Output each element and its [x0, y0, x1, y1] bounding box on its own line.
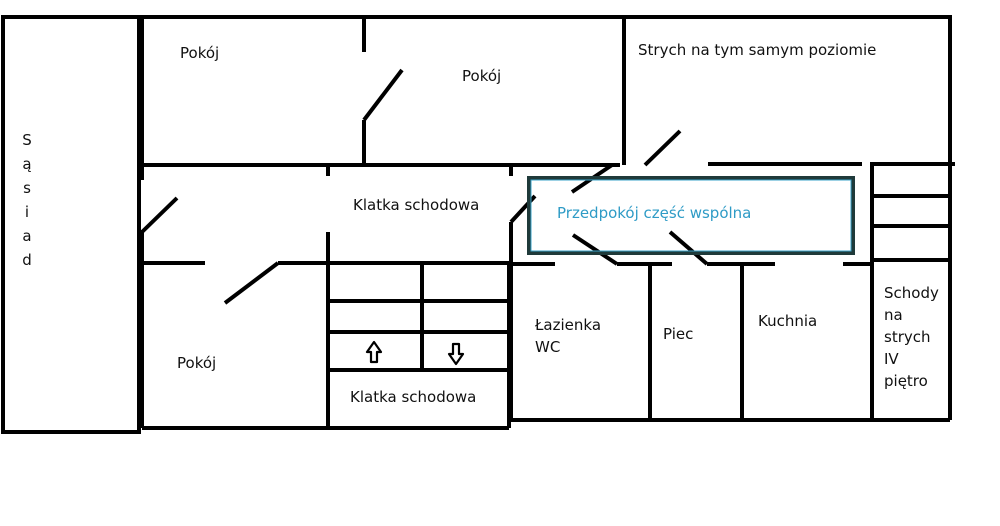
wall-h1	[142, 162, 955, 167]
room-bottom-left-label: Pokój	[177, 354, 217, 372]
wall-h2	[142, 261, 510, 305]
hallway-doors	[511, 230, 872, 266]
common-hallway-box	[527, 176, 855, 255]
bathroom-line1: Łazienka	[535, 316, 602, 334]
room-top-middle-label: Pokój	[462, 67, 502, 85]
arrow-up-icon	[365, 340, 383, 364]
staircase-lower-label: Klatka schodowa	[350, 388, 477, 406]
outer-wall	[139, 15, 952, 420]
staircase-upper-label: Klatka schodowa	[353, 196, 480, 214]
neighbor-label: S ą s i a d	[22, 131, 32, 269]
common-hallway-label: Przedpokój część wspólna	[557, 204, 752, 222]
room-top-left-label: Pokój	[180, 44, 220, 62]
door-left	[140, 196, 179, 234]
attic-stairs-label: Schody na strych IV piętro	[884, 282, 939, 392]
attic-stairs-line: piętro	[884, 372, 928, 390]
kitchen-label: Kuchnia	[758, 312, 818, 330]
neighbor-wall	[1, 15, 141, 434]
bottom-rooms	[509, 164, 950, 422]
attic-stairs-line: Schody	[884, 284, 939, 302]
arrow-down-icon	[447, 342, 465, 366]
bathroom-label: Łazienka WC	[535, 314, 601, 358]
stove-label: Piec	[663, 325, 694, 343]
bathroom-line2: WC	[535, 338, 561, 356]
attic-stairs-line: strych	[884, 328, 931, 346]
attic-stairs-line: IV	[884, 350, 899, 368]
door-top	[362, 17, 404, 165]
attic-label: Strych na tym samym poziomie	[638, 41, 877, 59]
corridor-walls	[326, 165, 537, 262]
attic-stairs-line: na	[884, 306, 903, 324]
